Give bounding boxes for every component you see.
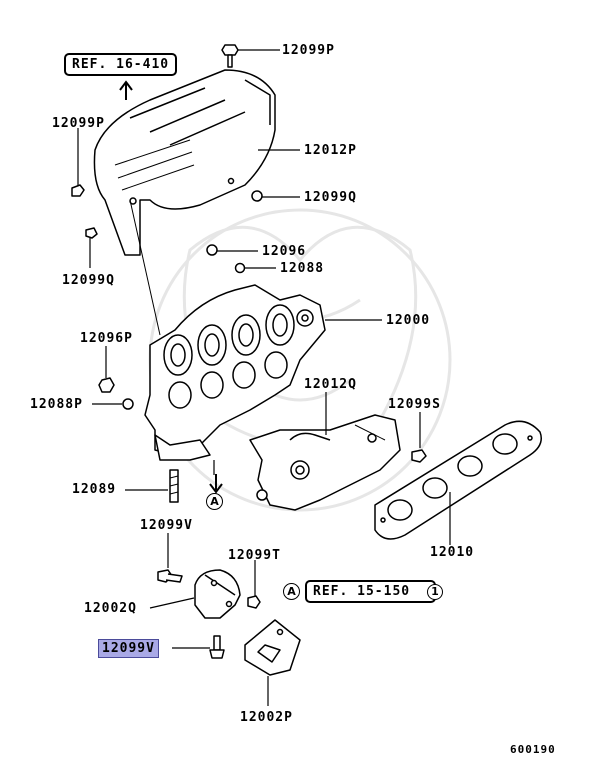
label-12088p[interactable]: 12088P [30, 397, 83, 412]
heat-protector-12012q[interactable] [249, 414, 401, 511]
label-12096p[interactable]: 12096P [80, 331, 133, 346]
manifold-gasket-12010[interactable] [374, 420, 542, 540]
marker-a-ref[interactable]: A [283, 583, 300, 600]
label-12002p[interactable]: 12002P [240, 710, 293, 725]
label-12096[interactable]: 12096 [262, 244, 307, 259]
ref-15-150-index: 1 [427, 584, 443, 600]
label-12012p[interactable]: 12012P [304, 143, 357, 158]
label-12099p-top[interactable]: 12099P [282, 43, 335, 58]
nut-12099q-right[interactable] [251, 190, 263, 202]
nut-12096p[interactable] [98, 377, 115, 393]
bolt-12099p-top[interactable] [221, 44, 239, 68]
label-12099s[interactable]: 12099S [388, 397, 441, 412]
bracket-12002p[interactable] [244, 619, 301, 676]
ref-link-16-410[interactable]: REF. 16-410 [64, 53, 178, 76]
washer-12088p[interactable] [122, 398, 134, 410]
leader-lines [77, 49, 451, 706]
washer-12088[interactable] [234, 262, 246, 274]
manifold-stay-12002q[interactable] [194, 569, 241, 619]
bolt-12099s[interactable] [411, 449, 427, 463]
stud-12089[interactable] [169, 469, 179, 503]
bolt-12099q-left[interactable] [85, 227, 98, 239]
heat-protector-12012p[interactable] [93, 69, 276, 256]
bolt-12099v-upper[interactable] [157, 569, 183, 583]
marker-a-lower[interactable]: A [206, 493, 223, 510]
ref-15-150-text: REF. 15-150 [313, 584, 411, 599]
label-12000[interactable]: 12000 [386, 313, 431, 328]
nut-12096[interactable] [206, 244, 218, 256]
diagram-code: 600190 [510, 743, 556, 756]
bolt-12099v-lower[interactable] [209, 635, 225, 659]
label-12099p-left[interactable]: 12099P [52, 116, 105, 131]
bolt-12099t[interactable] [247, 595, 261, 609]
label-12099q-left[interactable]: 12099Q [62, 273, 115, 288]
exhaust-manifold-12000[interactable] [144, 284, 326, 461]
bolt-12099p-left[interactable] [71, 184, 85, 197]
ref-link-15-150[interactable]: REF. 15-150 [305, 580, 437, 603]
label-12099t[interactable]: 12099T [228, 548, 281, 563]
label-12099q-right[interactable]: 12099Q [304, 190, 357, 205]
label-12012q[interactable]: 12012Q [304, 377, 357, 392]
label-12010[interactable]: 12010 [430, 545, 475, 560]
label-12088[interactable]: 12088 [280, 261, 325, 276]
label-12099v-upper[interactable]: 12099V [140, 518, 193, 533]
label-12099v-selected[interactable]: 12099V [98, 639, 159, 658]
label-12002q[interactable]: 12002Q [84, 601, 137, 616]
label-12089[interactable]: 12089 [72, 482, 117, 497]
